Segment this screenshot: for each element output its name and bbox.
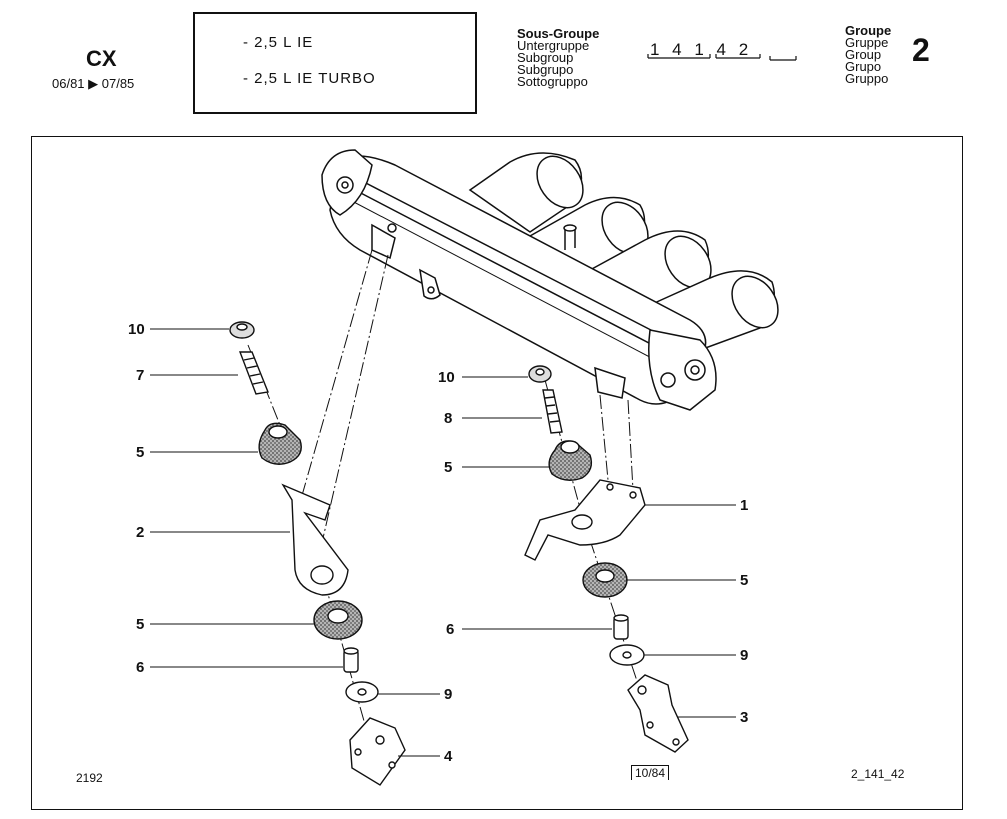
plate-number: 2192: [76, 771, 103, 785]
group-labels: Groupe Gruppe Group Grupo Gruppo: [845, 23, 892, 86]
callout-5-right-lower: 5: [740, 572, 748, 589]
subgroup-labels: Sous-Groupe Untergruppe Subgroup Subgrup…: [517, 26, 600, 89]
reference-number: 2_141_42: [851, 767, 905, 781]
group-label-it: Gruppo: [845, 71, 889, 86]
spacer-left: [343, 647, 359, 673]
rubber-cone-left-lower: [313, 600, 363, 640]
model-name: CX: [86, 46, 117, 71]
rubber-cone-right-lower: [582, 562, 628, 598]
washer-right: [609, 644, 645, 666]
subgroup-label-de: Untergruppe: [517, 38, 590, 53]
spacer-right: [613, 614, 629, 640]
callout-2: 2: [136, 524, 144, 541]
bracket-1: [524, 479, 646, 561]
callout-10-left: 10: [128, 321, 145, 338]
group-number: 2: [912, 32, 930, 68]
group-label-fr: Groupe: [845, 23, 892, 38]
callout-7: 7: [136, 367, 144, 384]
group-label-en: Group: [845, 47, 882, 62]
callout-5-left-lower: 5: [136, 616, 144, 633]
bracket-4: [349, 717, 406, 786]
stud-left: [238, 351, 269, 395]
nut-left: [229, 321, 255, 339]
subgroup-label-fr: Sous-Groupe: [517, 26, 600, 41]
nut-right: [528, 365, 552, 383]
callout-4: 4: [444, 748, 453, 765]
subgroup-label-es: Subgrupo: [517, 62, 574, 77]
callout-leaders: [150, 328, 736, 757]
stud-right: [542, 389, 563, 434]
left-mount-assembly: [229, 321, 406, 786]
right-mount-assembly: [524, 365, 689, 753]
callout-5-right-upper: 5: [444, 459, 452, 476]
callout-1: 1: [740, 497, 748, 514]
callout-3: 3: [740, 709, 748, 726]
callout-6-right: 6: [446, 621, 454, 638]
bracket-3: [627, 674, 689, 753]
callout-5-left-upper: 5: [136, 444, 144, 461]
rubber-cone-left-upper: [258, 422, 302, 465]
group-label-de: Gruppe: [845, 35, 889, 50]
intake-manifold: [321, 149, 779, 411]
issue-date: 10/84: [631, 765, 670, 780]
callout-8: 8: [444, 410, 452, 427]
subgroup-code: 1 4 1 4 2: [650, 40, 753, 59]
subgroup-label-it: Sottogruppo: [517, 74, 588, 89]
callout-10-right: 10: [438, 369, 455, 386]
engine-box: - 2,5 L IE - 2,5 L IE TURBO: [193, 12, 477, 114]
engine-line-2: - 2,5 L IE TURBO: [243, 70, 376, 87]
callout-6-left: 6: [136, 659, 144, 676]
rubber-cone-right-upper: [548, 440, 593, 481]
washer-left: [345, 681, 379, 703]
date-range: 06/81 ▶ 07/85: [52, 76, 135, 91]
diagram-frame: [31, 136, 963, 810]
subgroup-code-underline: [647, 54, 797, 61]
group-label-es: Grupo: [845, 59, 882, 74]
callout-9-right: 9: [740, 647, 748, 664]
engine-line-1: - 2,5 L IE: [243, 34, 314, 51]
subgroup-label-en: Subgroup: [517, 50, 574, 65]
callout-9-left: 9: [444, 686, 452, 703]
bracket-left: [281, 483, 349, 596]
callout-labels: 10 7 5 2 5 6 9 4 10 8 5 1 5 6 9 3: [128, 321, 748, 765]
